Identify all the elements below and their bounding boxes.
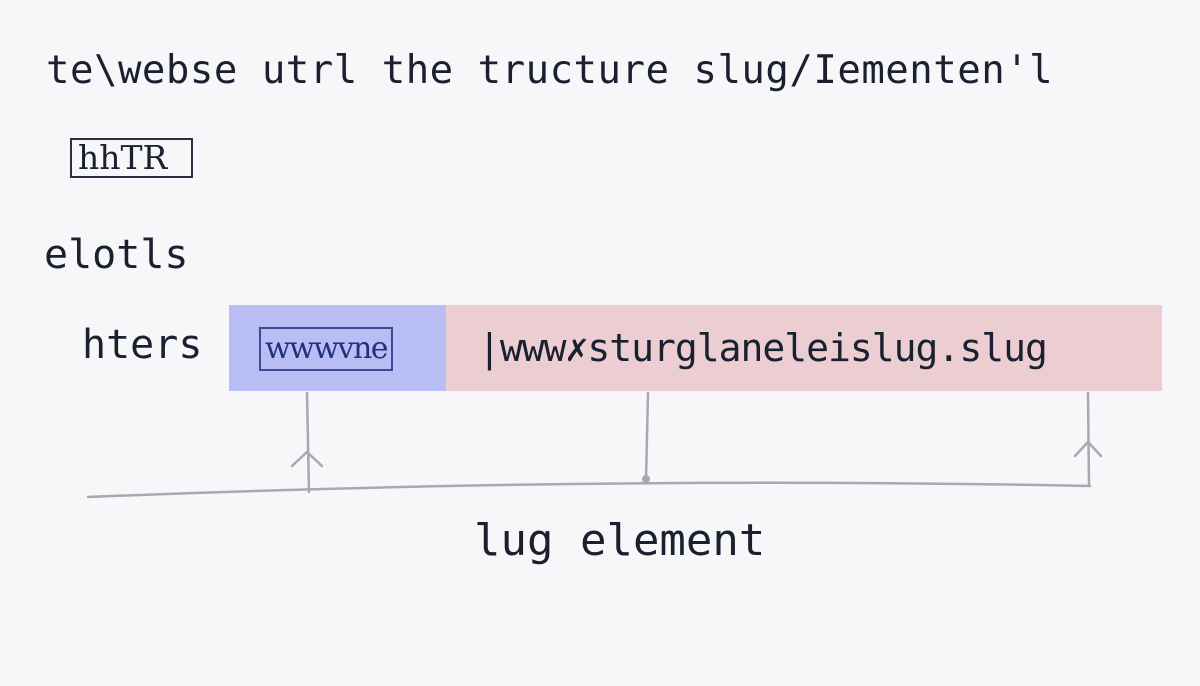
bottom-label: lug element [474,515,766,566]
url-segment-pink-label: |www✗sturglaneleislug.slug [478,326,1048,370]
middle-connector [644,391,650,482]
section-label: elotls [44,232,189,278]
left-connector [305,391,311,494]
url-segment-pink: |www✗sturglaneleislug.slug [446,305,1162,391]
row-label: hters [82,322,203,368]
diagram-title: te\webse utrl the tructure slug/Iementen… [46,48,1054,93]
tag-box-label: hhTR [78,138,168,177]
url-segment-blue: wwwvne [229,305,446,391]
url-segment-blue-label: wwwvne [259,327,394,371]
tag-box: hhTR [70,138,194,178]
left-arrowhead [290,450,324,468]
baseline-connector [86,481,1092,499]
right-arrowhead [1073,440,1103,458]
middle-joint [642,475,650,483]
right-connector [1086,391,1091,488]
